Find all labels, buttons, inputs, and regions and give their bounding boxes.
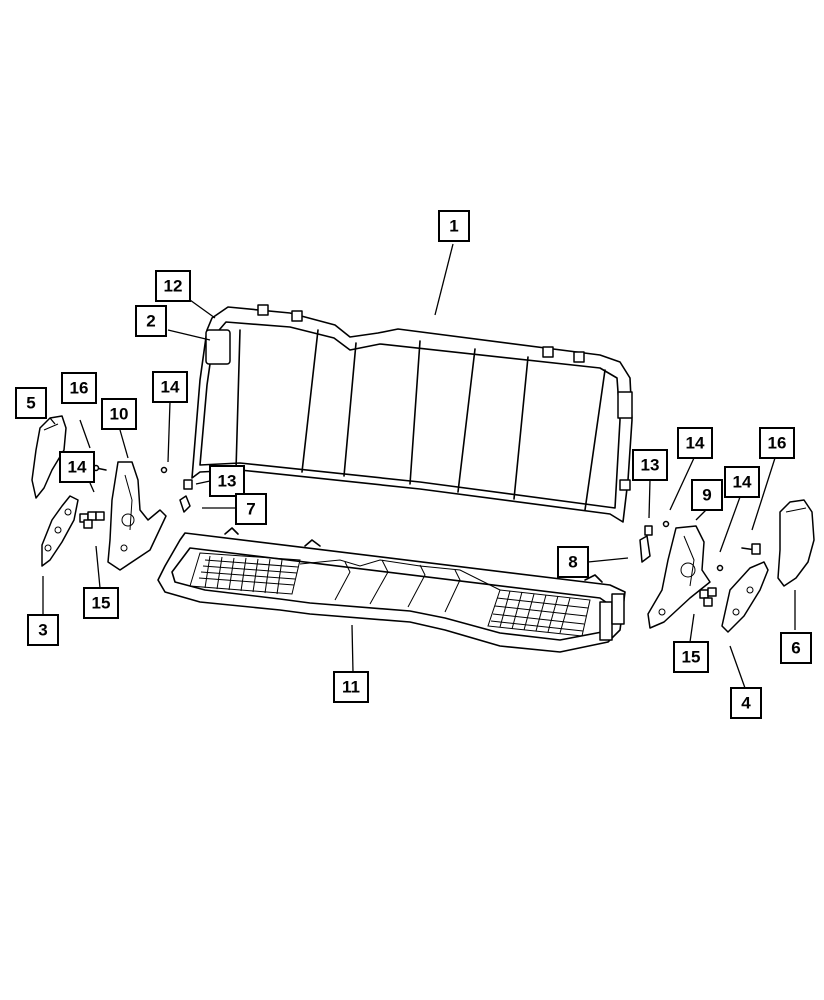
callout-label: 15	[682, 648, 701, 667]
left-side-parts	[31, 415, 193, 571]
callout-c9: 9	[691, 479, 723, 511]
callout-c14d: 14	[724, 466, 760, 498]
callout-c14c: 14	[677, 427, 713, 459]
callout-c8: 8	[557, 546, 589, 578]
right-side-parts	[639, 499, 815, 633]
callout-c4: 4	[730, 687, 762, 719]
callout-c15a: 15	[83, 587, 119, 619]
callout-c1: 1	[438, 210, 470, 242]
callout-c2: 2	[135, 305, 167, 337]
callout-label: 16	[768, 434, 787, 453]
callout-c10: 10	[101, 398, 137, 430]
callout-label: 13	[218, 472, 237, 491]
callout-label: 8	[568, 553, 577, 572]
callout-c11: 11	[333, 671, 369, 703]
callout-c6: 6	[780, 632, 812, 664]
callout-label: 6	[791, 639, 800, 658]
callout-label: 13	[641, 456, 660, 475]
callout-label: 3	[38, 621, 47, 640]
callout-c5: 5	[15, 387, 47, 419]
callout-label: 2	[146, 312, 155, 331]
callout-label: 14	[161, 378, 180, 397]
callout-label: 16	[70, 379, 89, 398]
callout-label: 15	[92, 594, 111, 613]
callout-label: 5	[26, 394, 35, 413]
callout-label: 9	[702, 486, 711, 505]
callout-label: 4	[741, 694, 751, 713]
callout-c14b: 14	[59, 451, 95, 483]
callout-c15b: 15	[673, 641, 709, 673]
callout-c13a: 13	[209, 465, 245, 497]
callout-c3: 3	[27, 614, 59, 646]
callout-label: 11	[342, 678, 360, 697]
callout-c7: 7	[235, 493, 267, 525]
callout-c12: 12	[155, 270, 191, 302]
callout-label: 14	[686, 434, 705, 453]
leader-lines	[42, 243, 796, 689]
callout-label: 7	[246, 500, 255, 519]
callout-c16b: 16	[759, 427, 795, 459]
seat-back-frame	[191, 304, 633, 523]
callout-c16a: 16	[61, 372, 97, 404]
callout-c14a: 14	[152, 371, 188, 403]
callout-label: 14	[733, 473, 752, 492]
callout-c13b: 13	[632, 449, 668, 481]
seat-cushion-frame	[157, 527, 626, 653]
callout-label: 10	[110, 405, 129, 424]
callout-label: 12	[164, 277, 183, 296]
callout-label: 1	[449, 217, 458, 236]
callout-label: 14	[68, 458, 87, 477]
